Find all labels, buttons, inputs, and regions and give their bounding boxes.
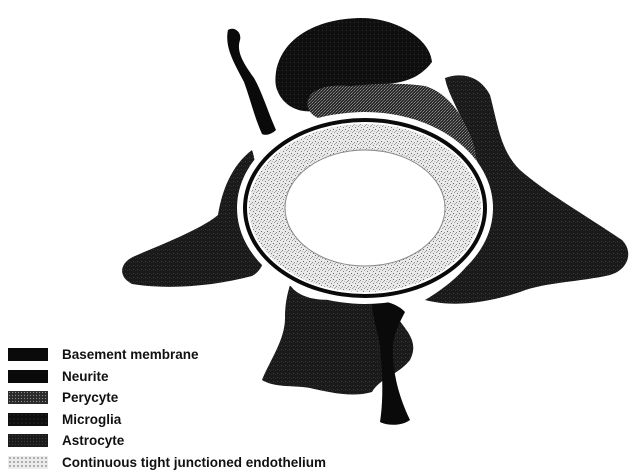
legend-swatch xyxy=(8,391,48,404)
legend-item: Microglia xyxy=(8,409,428,431)
legend-label: Microglia xyxy=(62,412,121,427)
legend-label: Perycyte xyxy=(62,390,118,405)
legend-swatch xyxy=(8,348,48,361)
capillary-lumen xyxy=(285,150,445,266)
legend-swatch xyxy=(8,434,48,447)
legend-swatch xyxy=(8,413,48,426)
legend-label: Neurite xyxy=(62,369,109,384)
neurite-upper-left xyxy=(227,29,276,135)
legend-item: Neurite xyxy=(8,366,428,388)
legend-item: Perycyte xyxy=(8,387,428,409)
legend-label: Astrocyte xyxy=(62,433,124,448)
legend-item: Astrocyte xyxy=(8,430,428,452)
legend-swatch xyxy=(8,456,48,469)
legend-label: Basement membrane xyxy=(62,347,199,362)
legend-label: Continuous tight junctioned endothelium xyxy=(62,455,326,470)
legend-swatch xyxy=(8,370,48,383)
legend-item: Continuous tight junctioned endothelium xyxy=(8,452,428,474)
legend-item: Basement membrane xyxy=(8,344,428,366)
